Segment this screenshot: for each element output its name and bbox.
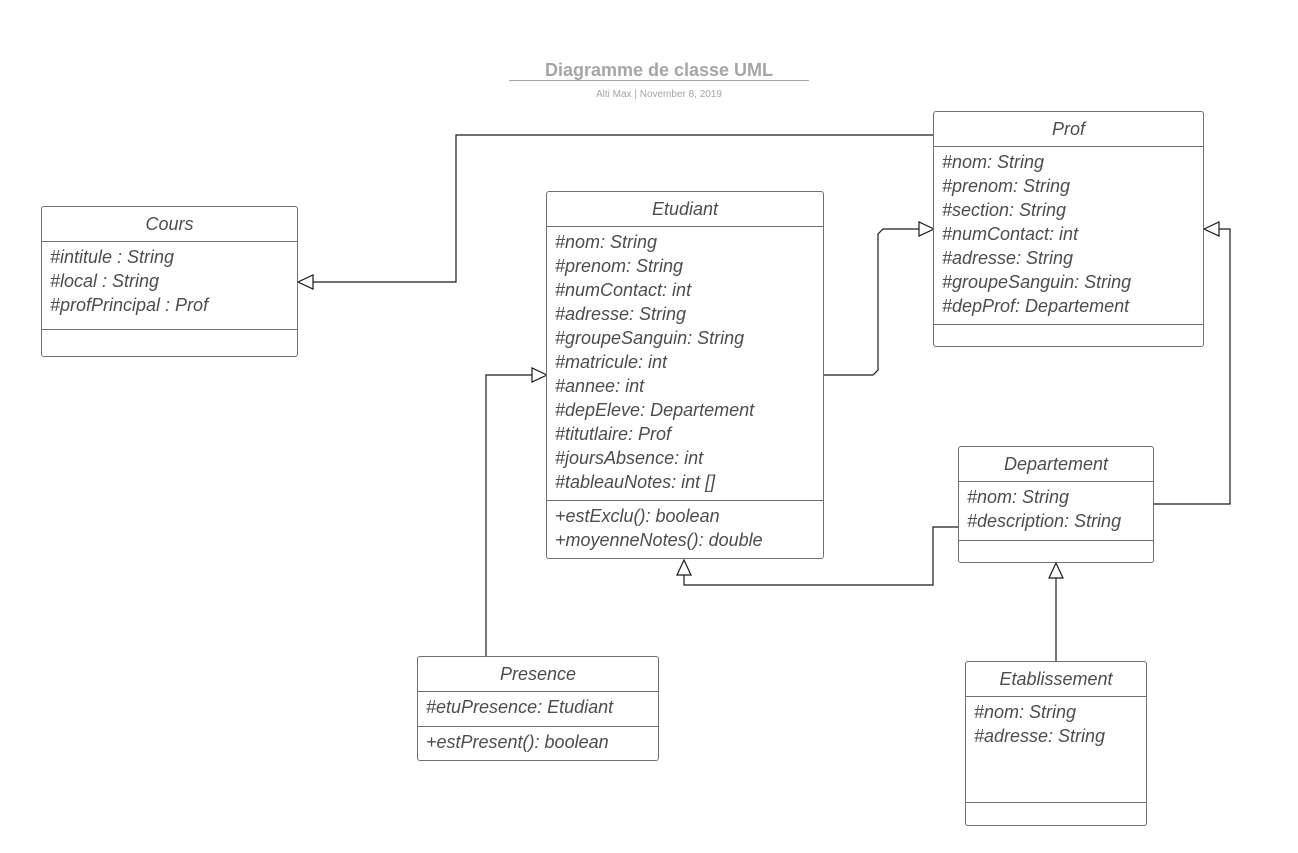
class-prof[interactable]: Prof #nom: String #prenom: String #secti… (933, 111, 1204, 347)
method: +estExclu(): boolean (555, 506, 720, 526)
attribute: #matricule: int (555, 352, 668, 372)
arrowhead-prof-left (918, 221, 936, 237)
attribute: #description: String (967, 511, 1122, 531)
method: +moyenneNotes(): double (555, 530, 763, 550)
methods-section: +estExclu(): boolean +moyenneNotes(): do… (547, 501, 823, 558)
connector-prof-cours (313, 134, 934, 283)
method: +estPresent(): boolean (426, 732, 609, 752)
attribute: #local : String (50, 271, 160, 291)
attribute: #nom: String (967, 487, 1070, 507)
methods-section (42, 330, 297, 356)
class-name: Presence (418, 657, 658, 692)
connector-departement-etudiant (683, 526, 959, 586)
attribute: #adresse: String (942, 248, 1074, 268)
attribute: #prenom: String (942, 176, 1071, 196)
arrowhead-cours (296, 274, 314, 290)
attribute: #numContact: int (555, 280, 692, 300)
attribute: #prenom: String (555, 256, 684, 276)
arrowhead-departement-bottom (1048, 561, 1064, 579)
attribute: #nom: String (555, 232, 658, 252)
attribute: #profPrincipal : Prof (50, 295, 209, 315)
methods-section (934, 325, 1203, 346)
class-cours[interactable]: Cours #intitule : String #local : String… (41, 206, 298, 357)
attribute: #tableauNotes: int [] (555, 472, 716, 492)
methods-section (959, 541, 1153, 562)
arrowhead-prof-right (1202, 221, 1220, 237)
attribute: #adresse: String (974, 726, 1106, 746)
attribute: #numContact: int (942, 224, 1079, 244)
attribute: #groupeSanguin: String (942, 272, 1132, 292)
title-divider (509, 80, 809, 81)
attributes-section: #nom: String #prenom: String #section: S… (934, 147, 1203, 325)
class-name: Prof (934, 112, 1203, 147)
connector-etudiant-prof (824, 228, 919, 376)
attribute: #intitule : String (50, 247, 175, 267)
attribute: #depEleve: Departement (555, 400, 755, 420)
attribute: #section: String (942, 200, 1067, 220)
attributes-section: #etuPresence: Etudiant (418, 692, 658, 727)
attribute: #annee: int (555, 376, 645, 396)
class-name: Etudiant (547, 192, 823, 227)
diagram-title: Diagramme de classe UML (544, 60, 774, 80)
class-departement[interactable]: Departement #nom: String #description: S… (958, 446, 1154, 563)
attribute: #adresse: String (555, 304, 687, 324)
connector-presence-etudiant (485, 374, 532, 657)
attribute: #depProf: Departement (942, 296, 1130, 316)
arrowhead-etudiant-left (531, 367, 549, 383)
class-etablissement[interactable]: Etablissement #nom: String #adresse: Str… (965, 661, 1147, 826)
attribute: #nom: String (942, 152, 1045, 172)
class-name: Departement (959, 447, 1153, 482)
class-name: Cours (42, 207, 297, 242)
attribute: #titutlaire: Prof (555, 424, 672, 444)
attribute: #nom: String (974, 702, 1077, 722)
class-etudiant[interactable]: Etudiant #nom: String #prenom: String #n… (546, 191, 824, 559)
attributes-section: #nom: String #prenom: String #numContact… (547, 227, 823, 501)
attribute: #joursAbsence: int (555, 448, 704, 468)
attribute: #groupeSanguin: String (555, 328, 745, 348)
methods-section (966, 803, 1146, 825)
attribute: #etuPresence: Etudiant (426, 697, 614, 717)
methods-section: +estPresent(): boolean (418, 727, 658, 760)
connector-departement-prof (1153, 228, 1231, 505)
attributes-section: #nom: String #description: String (959, 482, 1153, 541)
attributes-section: #intitule : String #local : String #prof… (42, 242, 297, 330)
class-name: Etablissement (966, 662, 1146, 697)
attributes-section: #nom: String #adresse: String (966, 697, 1146, 803)
arrowhead-etudiant-bottom (676, 558, 692, 576)
diagram-subtitle: Alti Max | November 8, 2019 (596, 89, 722, 100)
class-presence[interactable]: Presence #etuPresence: Etudiant +estPres… (417, 656, 659, 761)
